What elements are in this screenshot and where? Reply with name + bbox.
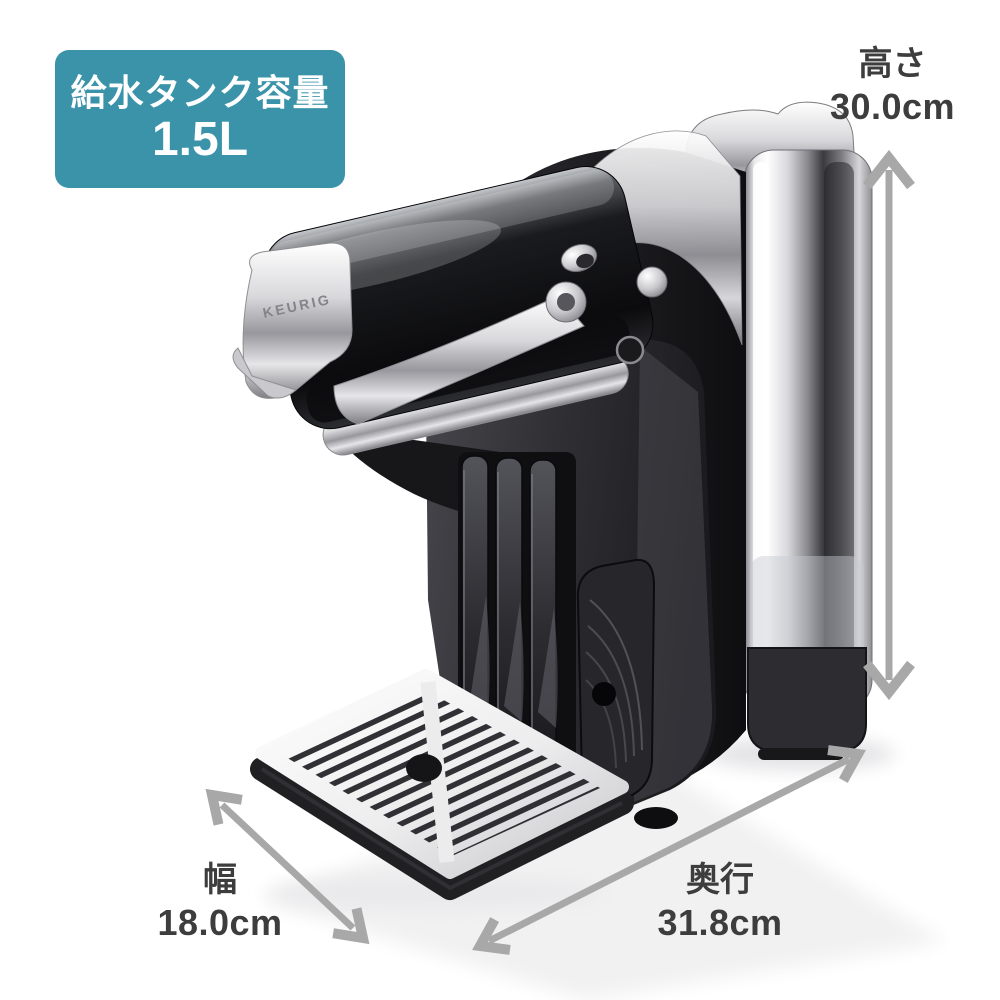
height-value: 30.0cm [829, 86, 956, 128]
width-dimension: 幅 18.0cm [120, 860, 320, 945]
depth-value: 31.8cm [657, 902, 783, 944]
side-knob [636, 266, 668, 298]
width-label: 幅 [203, 861, 237, 899]
lower-button [615, 335, 645, 365]
tank-water-window [750, 556, 864, 668]
brewer-head: KEURIG [232, 166, 668, 456]
front-grip: KEURIG [232, 242, 353, 399]
height-arrow [863, 149, 915, 701]
vent-hole [592, 682, 616, 706]
front-foot [634, 807, 678, 829]
depth-arrow [472, 745, 866, 955]
chrome-handle-arm [333, 295, 585, 425]
capacity-badge-title: 給水タンク容量 [70, 71, 330, 113]
tank-base [747, 647, 867, 753]
depth-label: 奥行 [686, 861, 754, 899]
height-label: 高さ [858, 45, 927, 83]
width-value: 18.0cm [157, 902, 283, 944]
height-dimension: 高さ 30.0cm [800, 44, 985, 129]
tray-hole [406, 754, 442, 782]
capacity-badge-value: 1.5L [151, 113, 249, 167]
drip-tray [250, 669, 634, 900]
depth-dimension: 奥行 31.8cm [615, 860, 825, 945]
capacity-badge: 給水タンク容量 1.5L [55, 50, 345, 188]
pod-chamber [328, 428, 500, 522]
vent-panel [576, 558, 656, 806]
width-arrow [205, 788, 370, 945]
